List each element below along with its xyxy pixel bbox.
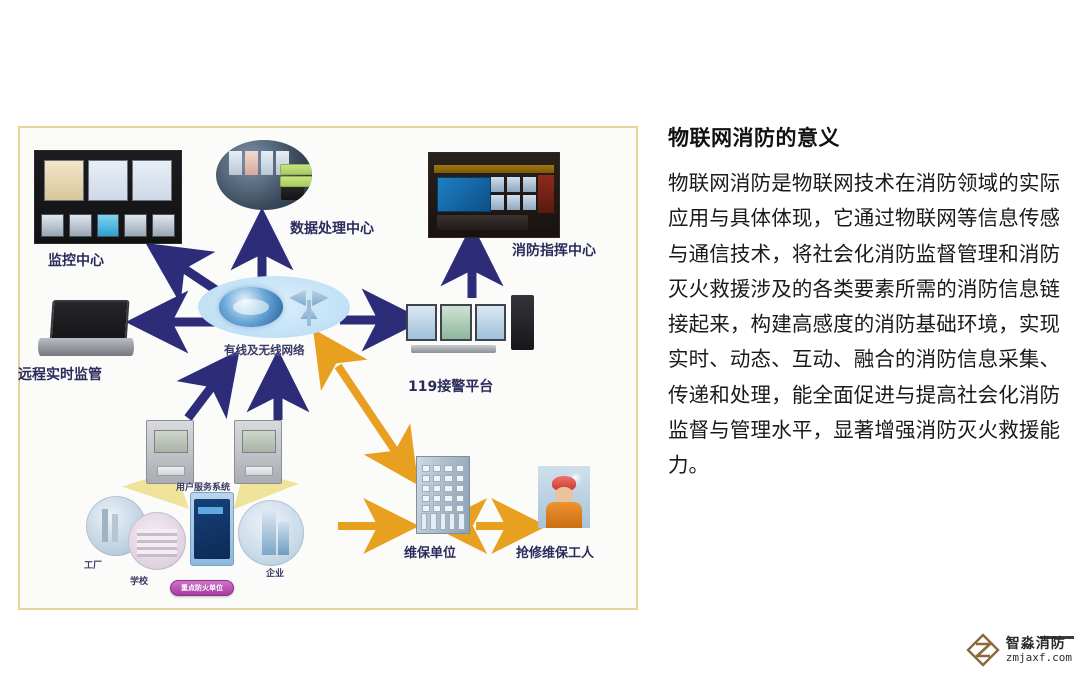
- monitor-center-image: [34, 150, 182, 244]
- command-center-image: [428, 152, 560, 238]
- user-panel-right: [234, 420, 282, 484]
- arrow-platform-to-maintenance-unit: [312, 328, 419, 486]
- label-user-service-system: 用户服务系统: [176, 483, 231, 493]
- watermark-rule: [1040, 636, 1074, 639]
- network-cloud: [198, 276, 350, 338]
- article-title: 物联网消防的意义: [668, 126, 840, 150]
- alarm-platform-image: [406, 295, 534, 368]
- enterprise-image: [238, 500, 304, 566]
- globe-icon: [219, 287, 284, 327]
- label-maintenance-unit: 维保单位: [404, 546, 457, 561]
- label-monitor-center: 监控中心: [48, 253, 104, 269]
- label-network-cloud: 有线及无线网络: [224, 343, 305, 357]
- key-fire-unit-badge: 重点防火单位: [170, 580, 234, 596]
- iot-fire-architecture-diagram: 监控中心 数据处理中心 消防指挥中心 远程实时监管: [18, 126, 638, 610]
- label-data-center: 数据处理中心: [290, 221, 374, 237]
- watermark-name: 智淼消防: [1005, 635, 1066, 652]
- maintenance-unit-image: [416, 456, 470, 534]
- label-command-center: 消防指挥中心: [512, 243, 596, 259]
- article-column: 物联网消防的意义 物联网消防是物联网技术在消防领域的实际应用与具体体现，它通过物…: [668, 122, 1060, 483]
- school-image: [128, 512, 186, 570]
- label-enterprise: 企业: [266, 569, 285, 579]
- data-center-image: [216, 140, 312, 210]
- label-repair-worker: 抢修维保工人: [516, 546, 595, 561]
- label-alarm-platform: 119接警平台: [408, 379, 494, 395]
- arrow-user-panel-to-cloud-left: [176, 349, 240, 421]
- watermark-url: zmjaxf.com: [1005, 650, 1072, 664]
- repair-worker-image: [538, 466, 590, 528]
- antenna-icon: [289, 289, 329, 326]
- article-body: 物联网消防是物联网技术在消防领域的实际应用与具体体现，它通过物联网等信息传感与通…: [668, 171, 1060, 477]
- label-remote-supervision: 远程实时监管: [18, 367, 102, 383]
- remote-supervision-image: [38, 300, 134, 360]
- logo-icon: [966, 633, 1000, 667]
- label-factory: 工厂: [84, 561, 103, 571]
- user-service-system-image: [190, 492, 234, 566]
- label-school: 学校: [130, 577, 149, 587]
- user-panel-left: [146, 420, 194, 484]
- site-watermark: 智淼消防 zmjaxf.com: [966, 633, 1072, 667]
